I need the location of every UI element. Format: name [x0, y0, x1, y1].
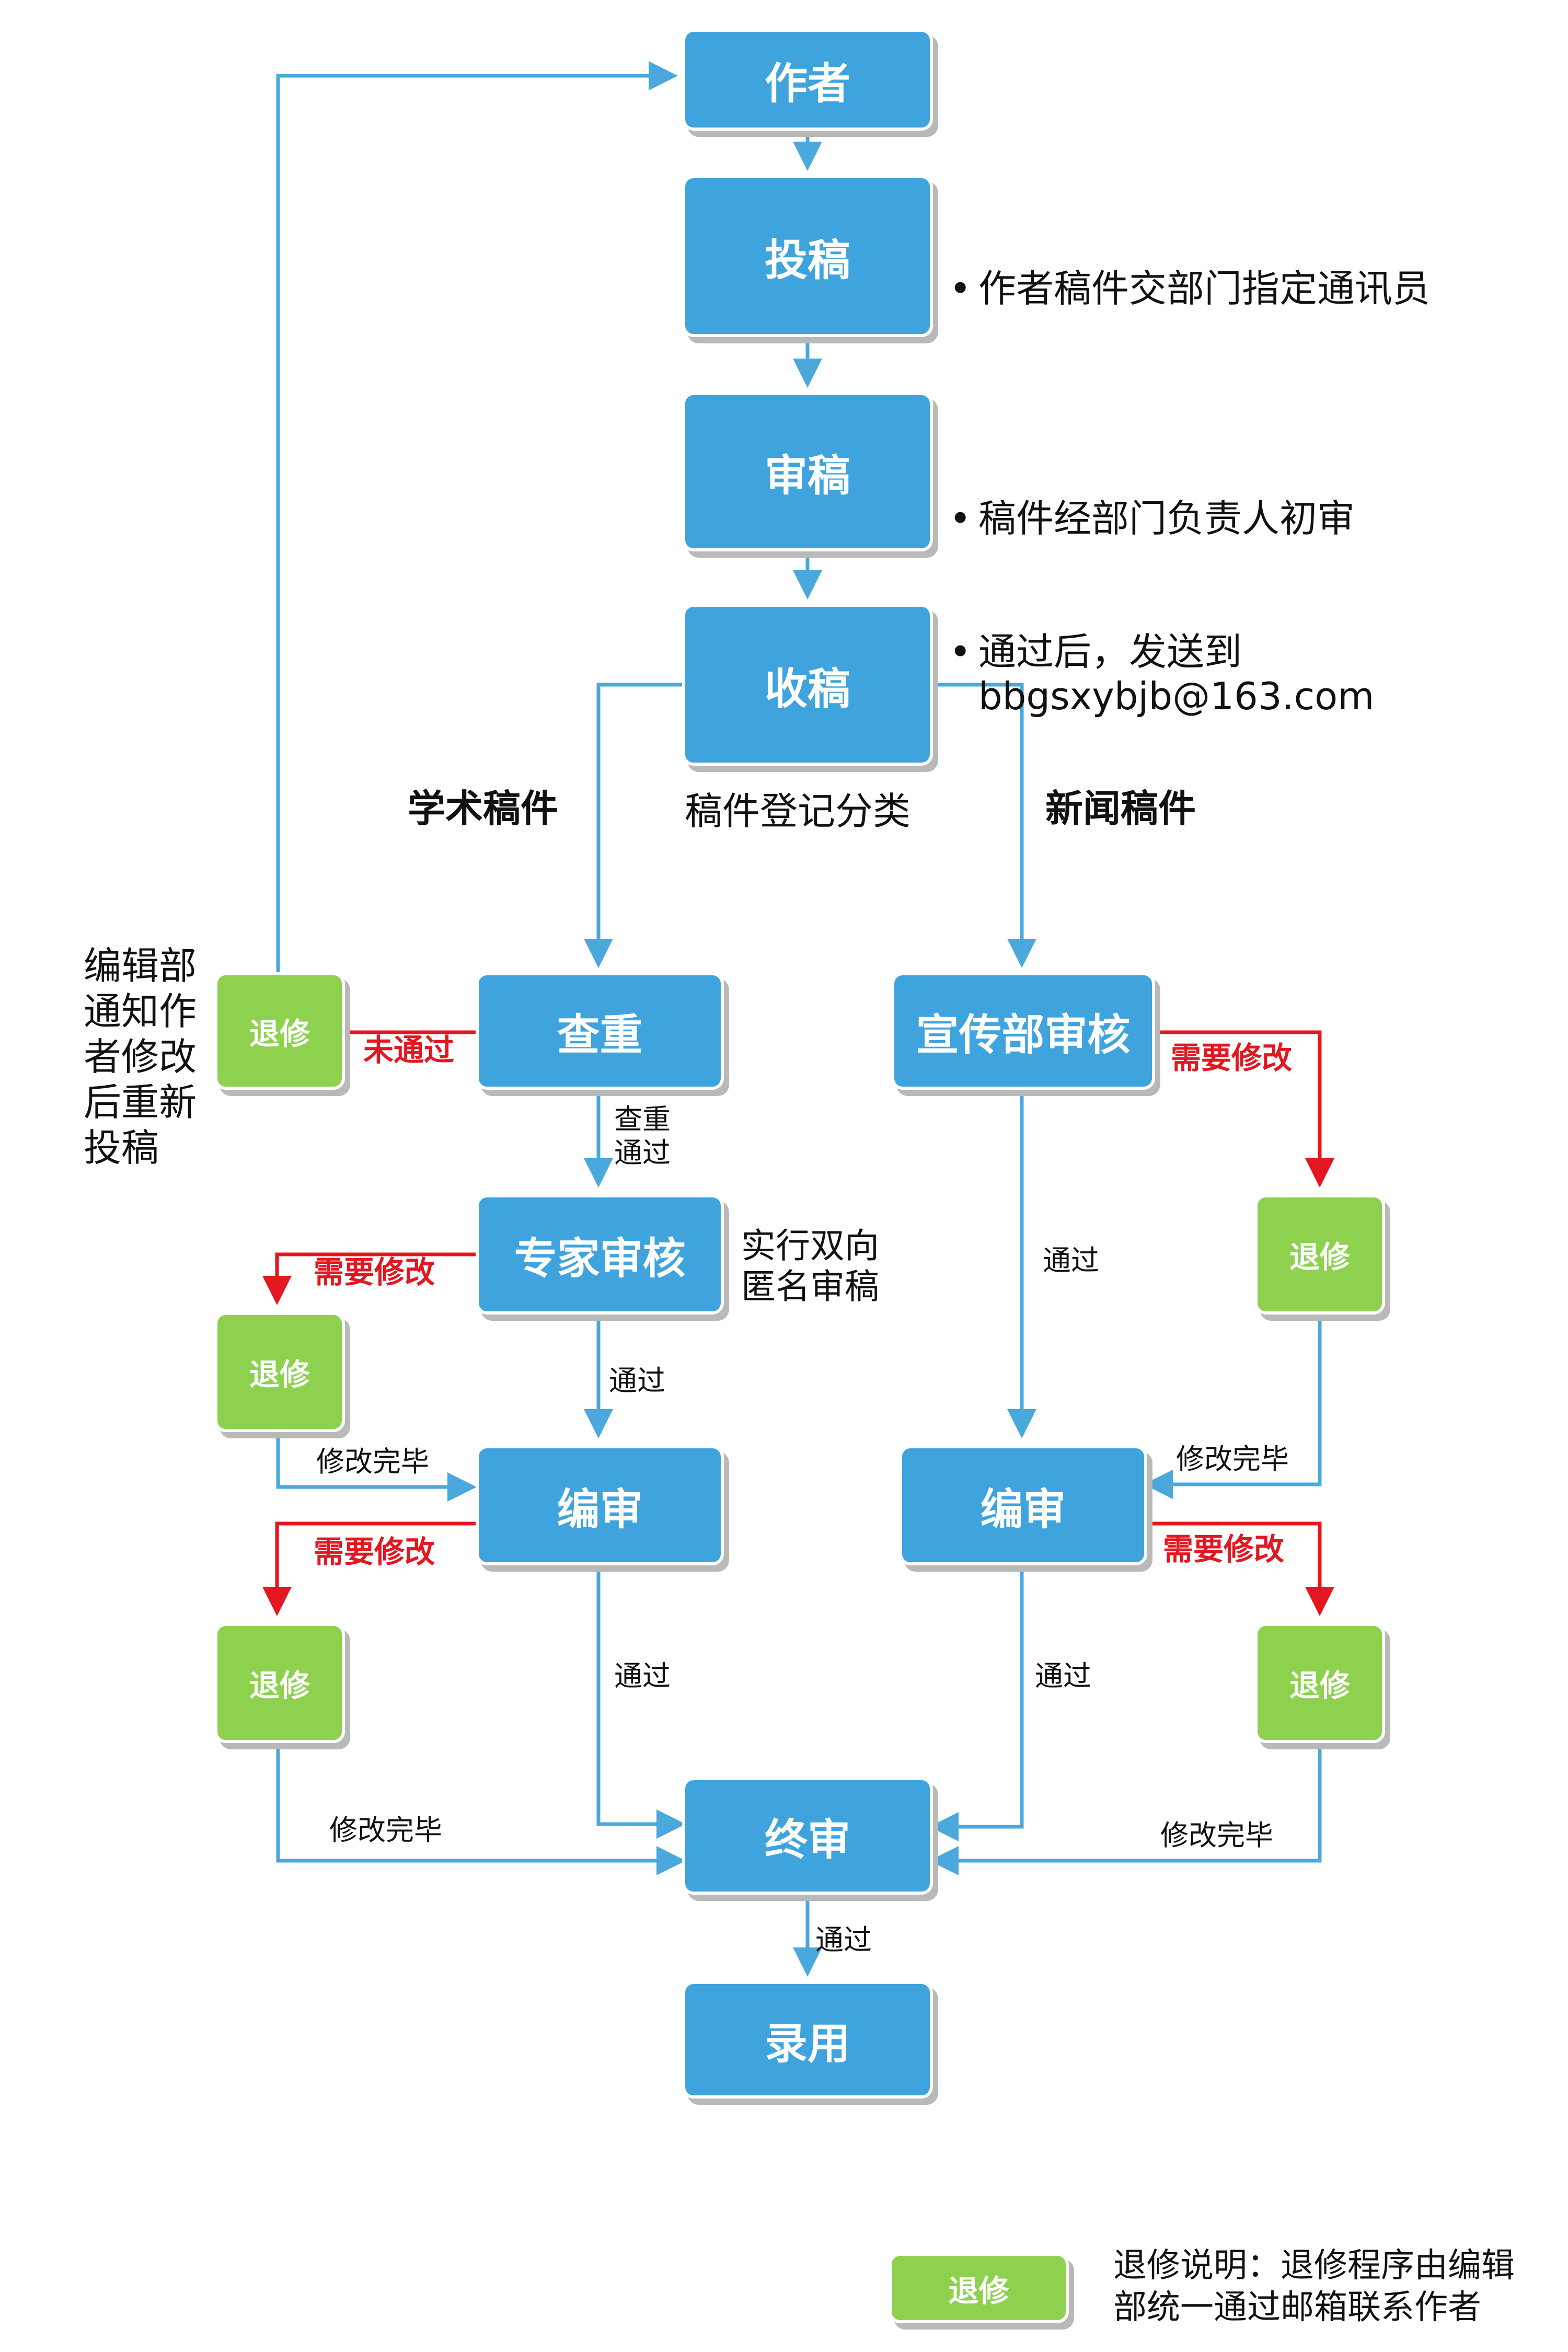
arrow-return2-final — [276, 1743, 686, 1875]
node-receive: 收稿 — [682, 604, 933, 766]
node-edit-review-left: 编审 — [476, 1445, 724, 1565]
node-publicity-review-label: 宣传部审核 — [916, 1010, 1131, 1060]
note-review: 稿件经部门负责人初审 通过后，发送到 bbgsxybjb@163.com — [946, 408, 1374, 808]
note-submit-item: 作者稿件交部门指定通讯员 — [946, 267, 1430, 311]
node-submit: 投稿 — [682, 175, 933, 337]
node-receive-label: 收稿 — [764, 664, 850, 714]
return-publicity-label: 退修 — [1289, 1239, 1350, 1275]
node-duplicate-check: 查重 — [476, 972, 724, 1090]
label-news: 新闻稿件 — [1045, 787, 1196, 831]
edge-label-needs-revision-1: 需要修改 — [314, 1254, 435, 1290]
edge-label-passed-final: 通过 — [815, 1923, 872, 1956]
node-duplicate-check-label: 查重 — [557, 1010, 643, 1060]
note-editorial-notice: 编辑部 通知作 者修改 后重新 投稿 — [84, 944, 197, 1170]
node-publicity-review: 宣传部审核 — [891, 972, 1155, 1090]
edge-label-revision-done-3: 修改完毕 — [1176, 1443, 1289, 1475]
return-edit-left-label: 退修 — [249, 1668, 310, 1703]
node-edit-review-right-label: 编审 — [980, 1484, 1066, 1535]
label-register: 稿件登记分类 — [685, 789, 911, 833]
node-edit-review-right: 编审 — [899, 1445, 1147, 1565]
node-author-label: 作者 — [764, 59, 850, 109]
node-review-label: 审稿 — [764, 451, 850, 501]
red-arrow-publicity-return — [1147, 1030, 1334, 1187]
node-return-edit-right: 退修 — [1254, 1623, 1385, 1743]
note-review-item-2: 通过后，发送到 bbgsxybjb@163.com — [946, 630, 1374, 719]
node-return-publicity: 退修 — [1254, 1194, 1385, 1315]
edge-label-passed-edit-right: 通过 — [1035, 1659, 1091, 1692]
return-check-label: 退修 — [249, 1016, 310, 1052]
node-submit-label: 投稿 — [764, 235, 850, 285]
edge-label-revision-done-4: 修改完毕 — [1160, 1819, 1273, 1852]
note-review-item-1: 稿件经部门负责人初审 — [946, 497, 1374, 541]
edge-label-not-passed: 未通过 — [363, 1032, 455, 1068]
arrow-return4-final — [929, 1743, 1322, 1875]
arrow-return1-edit — [276, 1429, 477, 1502]
edge-label-passed-publicity: 通过 — [1043, 1244, 1099, 1277]
edge-label-revision-done-1: 修改完毕 — [316, 1445, 429, 1478]
arrow-edit-final — [596, 1565, 686, 1839]
note-anonymous-review: 实行双向 匿名审稿 — [741, 1226, 879, 1307]
label-academic: 学术稿件 — [408, 787, 559, 831]
node-accepted-label: 录用 — [764, 2019, 850, 2069]
edge-label-passed-expert: 通过 — [609, 1364, 665, 1397]
arrow-edit-final-right — [929, 1565, 1024, 1841]
edge-label-revision-done-2: 修改完毕 — [329, 1814, 442, 1847]
edge-label-check-passed: 查重 通过 — [614, 1103, 671, 1169]
return-edit-right-label: 退修 — [1289, 1668, 1350, 1703]
edge-label-needs-revision-4: 需要修改 — [1163, 1531, 1285, 1567]
node-final-review: 终审 — [682, 1777, 933, 1895]
node-review: 审稿 — [682, 392, 933, 551]
node-return-expert: 退修 — [214, 1312, 345, 1432]
return-expert-label: 退修 — [249, 1357, 310, 1392]
node-edit-review-left-label: 编审 — [557, 1484, 643, 1535]
arrow-return-author — [276, 61, 678, 972]
legend-return-label: 退修 — [948, 2273, 1009, 2309]
red-arrow-edit-return — [262, 1521, 476, 1616]
node-return-check: 退修 — [214, 972, 345, 1090]
red-arrow-expert-return — [262, 1252, 476, 1305]
edge-label-needs-revision-2: 需要修改 — [314, 1534, 435, 1570]
node-final-review-label: 终审 — [764, 1815, 850, 1865]
legend-text: 退修说明：退修程序由编辑 部统一通过邮箱联系作者 — [1113, 2246, 1515, 2327]
edge-label-needs-revision-3: 需要修改 — [1171, 1040, 1293, 1076]
arrow-return3-edit — [1144, 1315, 1322, 1499]
edge-label-passed-edit-left: 通过 — [614, 1659, 671, 1692]
red-arrow-edit-return-right — [1147, 1521, 1334, 1616]
node-accepted: 录用 — [682, 1981, 933, 2099]
arrow-receive-academic — [584, 683, 682, 968]
node-author: 作者 — [682, 29, 933, 131]
node-expert-review-label: 专家审核 — [514, 1233, 686, 1284]
note-submit: 作者稿件交部门指定通讯员 — [946, 178, 1430, 400]
legend-return-box: 退修 — [889, 2253, 1069, 2323]
node-return-edit-left: 退修 — [214, 1623, 345, 1743]
node-expert-review: 专家审核 — [476, 1194, 724, 1315]
